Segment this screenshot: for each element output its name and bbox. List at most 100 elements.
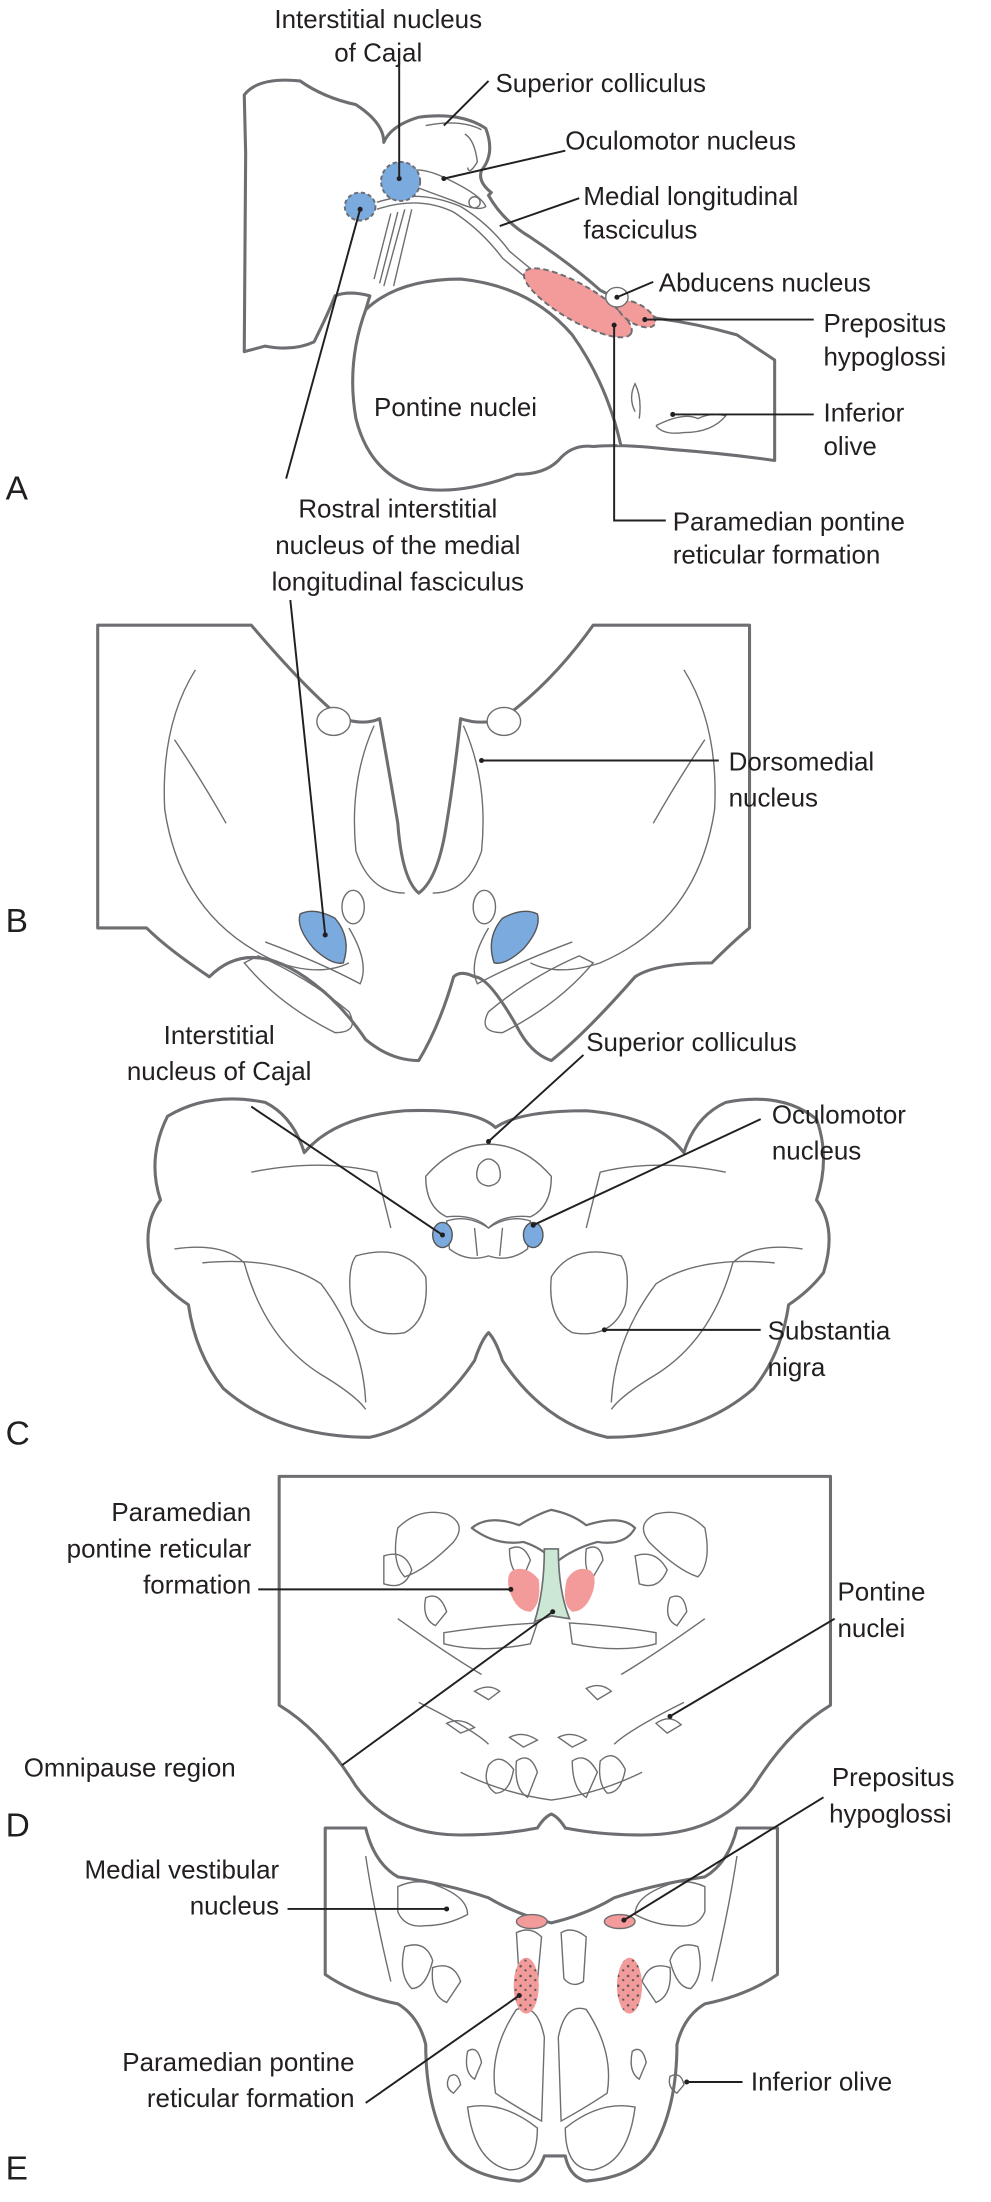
interstitial-nucleus-of-cajal-a [380,160,422,202]
label-pprf-d-3: formation [143,1572,251,1600]
leader-dot [601,1327,607,1333]
label-abducens-a: Abducens nucleus [659,270,871,298]
label-omnipause: Omnipause region [24,1754,236,1782]
label-mlf-a-2: fasciculus [583,217,697,245]
midline-nuclei [445,1218,532,1259]
label-pprf-e-1: Paramedian pontine [122,2049,354,2077]
label-substantia-c-2: nigra [768,1354,826,1382]
leader-dot [670,411,676,417]
oculomotor-c-right [522,1221,544,1249]
label-oculomotor-c-1: Oculomotor [772,1101,906,1129]
panel-letter-a: A [6,471,29,508]
red-nucleus-right [473,927,573,985]
prepositus-e-left [515,1913,548,1930]
pontine-fibers [397,1618,706,1801]
leader-dot [614,294,620,300]
leader-pontine-d [669,1617,836,1718]
panel-d-outline [277,1474,833,1837]
leader-mlf-a [499,197,580,227]
substantia-nigra-left [202,1260,367,1410]
label-prepositus-a-2: hypoglossi [824,344,947,372]
label-olive-a-2: olive [824,433,877,461]
leader-dot [322,932,328,938]
leader-superior-colliculus-a [443,80,490,127]
small-nucleus-right [486,706,522,737]
leader-dot [479,758,485,764]
leader-dot [684,2079,690,2085]
leader-superior-colliculus-c [487,1054,585,1143]
oculomotor-shape [401,169,487,210]
cerebellar-peduncle-right [642,1511,708,1578]
label-olive-e: Inferior olive [751,2068,892,2096]
label-prepositus-e-2: hypoglossi [829,1800,952,1828]
mammillothalamic-right [472,889,497,925]
leader-dot [357,206,363,212]
panel-d: Paramedian pontine reticular formation P… [6,1474,925,1844]
small-nucleus-left [316,706,352,737]
label-cajal-a-2: of Cajal [334,39,422,67]
label-cajal-c-2: nucleus of Cajal [127,1058,312,1086]
leader-prepositus-e [623,1796,825,1921]
dorsomedial-boundary [353,725,484,894]
leader-dot [550,1609,556,1615]
fibers [373,209,413,287]
label-pprf-a-2: reticular formation [673,542,881,570]
panel-letter-c: C [6,1415,30,1452]
label-rimlf-2: nucleus of the medial [275,532,520,560]
panel-e: Prepositus hypoglossi Medial vestibular … [6,1764,955,2188]
leader-dot [667,1713,673,1719]
leader-dot [611,322,617,328]
thalamus-left [163,669,350,971]
label-dorsomedial-1: Dorsomedial [729,748,875,776]
aqueduct-region [425,1143,553,1229]
leader-dot [508,1586,514,1592]
label-oculomotor-a: Oculomotor nucleus [565,127,796,155]
leader-dot [396,176,402,182]
fourth-ventricle-d [470,1508,637,1565]
label-pontine-d-2: nuclei [837,1615,905,1643]
leader-dot [516,1992,522,1998]
leader-rimlf-a [285,209,362,479]
panel-letter-b: B [6,903,28,940]
mvn-left [365,1855,469,1982]
pprf-e-right [616,1957,643,2014]
leader-rimlf-b [289,599,327,936]
panel-e-outline [323,1826,779,2183]
red-nucleus-c-right [550,1251,629,1335]
leader-cajal-c [250,1105,444,1236]
label-prepositus-a-1: Prepositus [824,310,947,338]
label-mlf-a-1: Medial longitudinal [583,183,798,211]
label-dorsomedial-2: nucleus [729,785,818,813]
cerebellar-peduncle-left [394,1511,460,1578]
label-pprf-a-1: Paramedian pontine [673,508,905,536]
cerebral-peduncle-right [484,955,595,1034]
mammillothalamic-left [341,889,365,925]
leader-dot [642,317,648,323]
leader-dot [441,176,447,182]
leader-dot [444,1906,450,1912]
mvn-right [634,1855,738,1982]
leader-pprf-e [365,1994,520,2104]
omnipause-region-d [533,1548,571,1623]
rimlf-a [343,191,377,222]
aqueduct [476,1158,501,1187]
label-pprf-d-1: Paramedian [111,1499,251,1527]
medial-lemniscus-d [443,1622,657,1650]
pprf-a [522,267,633,339]
label-mvn-e-1: Medial vestibular [85,1856,280,1884]
leader-pprf-a [613,325,666,522]
leader-oculomotor-c [532,1118,762,1227]
panel-letter-e: E [6,2151,28,2188]
pprf-d-right [564,1568,595,1612]
label-pprf-d-2: pontine reticular [67,1535,252,1563]
label-pprf-e-2: reticular formation [147,2085,355,2113]
leader-omnipause [341,1610,554,1767]
leader-dot [530,1222,536,1228]
cerebral-peduncle-left [243,955,353,1034]
label-substantia-c-1: Substantia [768,1318,891,1346]
label-cajal-c-1: Interstitial [164,1022,275,1050]
leader-oculomotor-a [443,149,566,180]
label-superior-colliculus-c: Superior colliculus [586,1029,797,1057]
leader-abducens-a [616,280,654,299]
